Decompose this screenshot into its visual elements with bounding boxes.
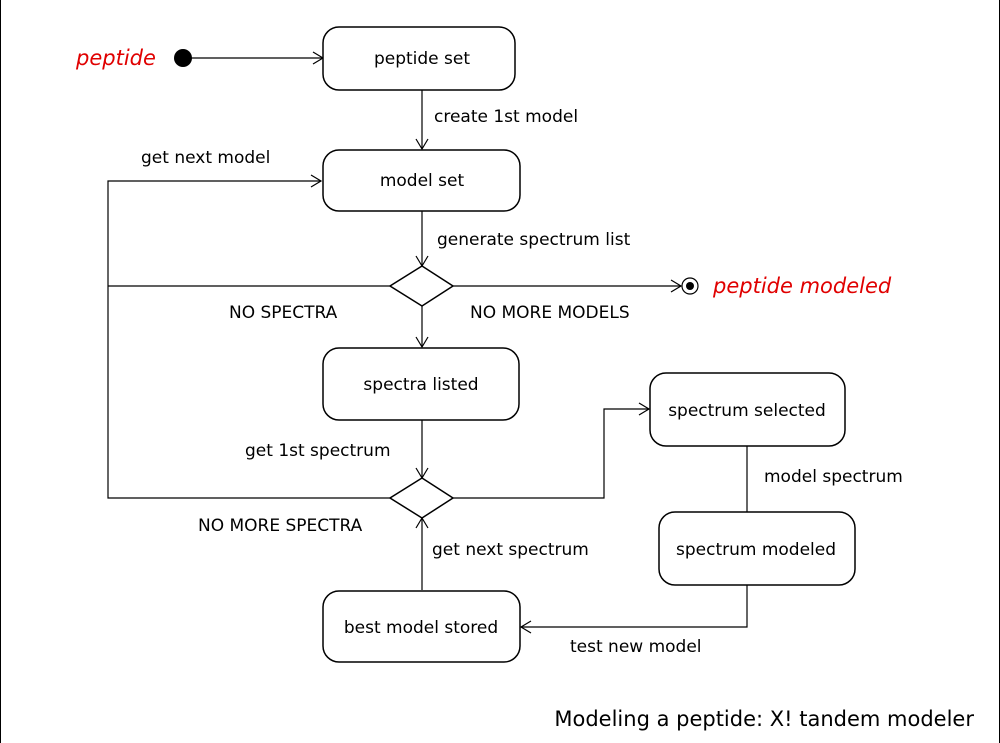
arrowhead (310, 174, 323, 188)
initial-node-icon (174, 49, 192, 67)
arrowhead (415, 336, 429, 349)
state-model-set-label: model set (380, 171, 465, 191)
start-label: peptide (75, 46, 156, 70)
arrowhead (415, 138, 429, 151)
state-best-model-stored (322, 590, 521, 663)
diagram-caption: Modeling a peptide: X! tandem modeler (554, 707, 974, 731)
state-spectra-listed-label: spectra listed (363, 375, 478, 395)
state-spectrum-selected-label: spectrum selected (668, 401, 826, 421)
label-generate-spectrum-list: generate spectrum list (437, 230, 631, 250)
label-no-more-spectra: NO MORE SPECTRA (198, 516, 363, 536)
decision-models-diamond (388, 265, 455, 307)
label-no-spectra: NO SPECTRA (229, 303, 338, 323)
state-spectrum-selected (649, 372, 846, 447)
label-model-spectrum: model spectrum (764, 467, 903, 487)
label-test-new-model: test new model (570, 637, 702, 657)
state-spectra-listed (322, 347, 520, 421)
label-no-more-models: NO MORE MODELS (470, 303, 630, 323)
edge-decision-to-spectrum-selected (453, 408, 649, 499)
label-get-next-spectrum: get next spectrum (432, 540, 589, 560)
decision-spectra-diamond (388, 477, 455, 519)
end-label: peptide modeled (712, 274, 892, 298)
state-model-set (322, 149, 521, 212)
edge-modeled-to-best-model (521, 585, 748, 628)
state-best-model-stored-label: best model stored (344, 618, 498, 638)
label-get-next-model: get next model (141, 148, 270, 168)
edge-loop-back-to-model-set (107, 180, 390, 499)
final-node-core (686, 282, 694, 290)
arrowhead (638, 402, 651, 416)
arrowhead (519, 620, 532, 634)
label-create-first-model: create 1st model (434, 107, 578, 127)
state-peptide-set (322, 26, 516, 91)
label-get-first-spectrum: get 1st spectrum (245, 441, 391, 461)
state-spectrum-modeled-label: spectrum modeled (676, 540, 836, 560)
arrowhead (670, 279, 683, 293)
state-peptide-set-label: peptide set (374, 49, 470, 69)
state-spectrum-modeled (658, 511, 856, 586)
